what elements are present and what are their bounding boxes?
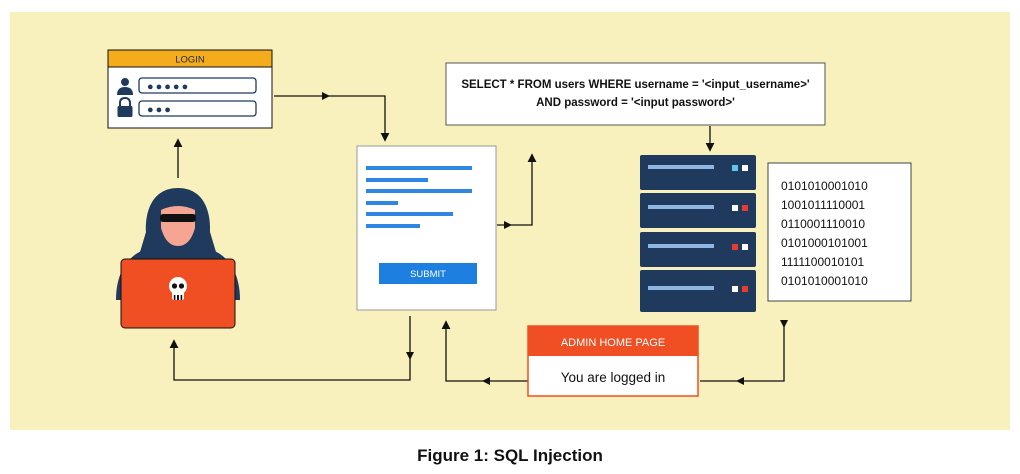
server-unit-3 bbox=[640, 232, 756, 267]
query-line-1: SELECT * FROM users WHERE username = '<i… bbox=[461, 79, 810, 91]
hacker-illustration bbox=[116, 188, 240, 329]
username-field[interactable] bbox=[138, 77, 257, 94]
login-title: LOGIN bbox=[175, 55, 205, 66]
arrow-head-form-mid bbox=[504, 221, 512, 229]
binary-line-2: 1001011110001 bbox=[781, 198, 865, 212]
user-icon bbox=[117, 78, 133, 95]
binary-line-1: 0101010001010 bbox=[781, 179, 868, 193]
arrow-server-to-admin bbox=[700, 320, 785, 382]
connectors bbox=[169, 92, 788, 385]
binary-line-4: 0101000101001 bbox=[781, 236, 868, 250]
password-mask: ●●● bbox=[147, 104, 173, 116]
binary-line-5: 1111100010101 bbox=[781, 255, 865, 269]
login-header bbox=[107, 49, 273, 68]
binary-data-sheet: 0101010001010 1001011110001 011000111001… bbox=[767, 162, 912, 302]
arrow-head-login-mid bbox=[322, 92, 330, 100]
admin-title: ADMIN HOME PAGE bbox=[561, 337, 665, 349]
web-form: SUBMIT bbox=[356, 145, 497, 311]
submit-label: SUBMIT bbox=[410, 269, 446, 280]
arrow-head-server-down bbox=[780, 320, 788, 328]
sql-query-box: SELECT * FROM users WHERE username = '<i… bbox=[445, 62, 826, 126]
arrow-form-to-hacker bbox=[169, 316, 411, 381]
submit-button[interactable] bbox=[379, 263, 477, 284]
username-mask: ●●●●● bbox=[147, 81, 190, 93]
skull-icon bbox=[169, 277, 187, 300]
arrow-admin-to-form bbox=[441, 320, 528, 382]
arrow-head-form-down bbox=[406, 352, 414, 360]
arrow-head-admin-left bbox=[482, 377, 490, 385]
query-line-2: AND password = '<input password>' bbox=[536, 97, 735, 109]
arrow-login-to-form bbox=[274, 95, 390, 142]
binary-line-6: 0101010001010 bbox=[781, 274, 868, 288]
hacker-sunglasses bbox=[160, 214, 196, 222]
password-field[interactable] bbox=[138, 100, 257, 117]
binary-line-3: 0110001110010 bbox=[781, 217, 865, 231]
figure-caption: Figure 1: SQL Injection bbox=[417, 446, 603, 465]
database-server bbox=[640, 155, 756, 312]
server-unit-2 bbox=[640, 193, 756, 228]
form-text-lines bbox=[366, 166, 472, 228]
arrow-head-server-left bbox=[736, 377, 744, 385]
lock-icon bbox=[117, 96, 133, 117]
server-unit-1 bbox=[640, 155, 756, 190]
login-panel: LOGIN ●●●●● ●●● bbox=[107, 49, 273, 129]
admin-message: You are logged in bbox=[561, 370, 666, 385]
admin-home-page: ADMIN HOME PAGE You are logged in bbox=[527, 325, 699, 397]
admin-header bbox=[528, 326, 698, 356]
server-unit-4 bbox=[640, 270, 756, 312]
